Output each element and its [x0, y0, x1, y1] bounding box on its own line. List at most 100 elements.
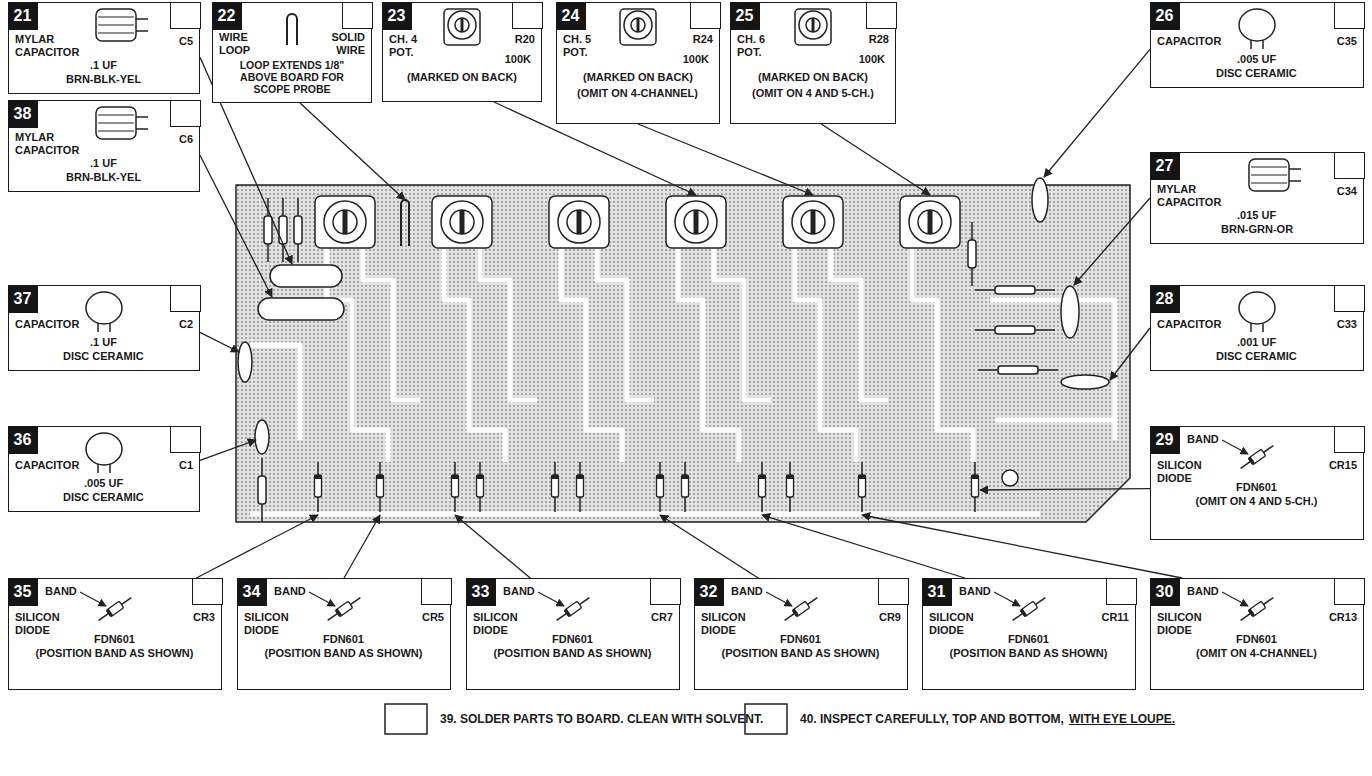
part-detail: BRN-BLK-YEL	[66, 171, 141, 184]
diode	[552, 462, 559, 512]
band-pointer	[80, 592, 106, 606]
check-box	[170, 285, 201, 312]
trace	[250, 512, 1040, 517]
diode	[682, 462, 689, 512]
diode-lead	[1241, 446, 1274, 469]
diode	[315, 462, 322, 512]
check-box	[878, 578, 909, 605]
callout-box: 26CAPACITORC35.005 UFDISC CERAMIC	[1150, 2, 1364, 88]
callout-box: 37CAPACITORC2.1 UFDISC CERAMIC	[8, 285, 200, 371]
diode-icon	[1238, 442, 1275, 471]
potentiometer-icon	[795, 9, 831, 45]
capacitor-layer	[98, 122, 134, 123]
diode	[452, 462, 459, 512]
mylar-capacitor-icon	[1249, 159, 1301, 191]
part-note: (POSITION BAND AS SHOWN)	[17, 647, 212, 660]
part-title: MYLAR CAPACITOR	[15, 131, 87, 156]
part-title: CAPACITOR	[15, 318, 79, 331]
diode-icon	[325, 594, 362, 623]
pot-slot	[637, 18, 640, 32]
part-reference: C2	[179, 318, 193, 331]
diode	[972, 462, 979, 512]
callout-number: 26	[1150, 2, 1180, 30]
mylar-capacitor	[1061, 286, 1079, 338]
part-title: CAPACITOR	[1157, 35, 1221, 48]
diode	[859, 462, 866, 512]
part-detail: BRN-BLK-YEL	[66, 73, 141, 86]
wire-loop	[401, 200, 409, 246]
capacitor-disc	[86, 433, 122, 465]
part-title: MYLAR CAPACITOR	[15, 33, 87, 58]
diode	[657, 462, 664, 512]
callout-box: 34BANDSILICON DIODECR5FDN601(POSITION BA…	[237, 578, 451, 690]
wire-loop-icon	[287, 14, 297, 45]
capacitor-layer	[1251, 182, 1287, 183]
capacitor-layer	[98, 32, 134, 33]
diode	[477, 462, 484, 512]
part-value: .015 UF	[1237, 209, 1276, 222]
pot-wheel	[624, 11, 652, 39]
potentiometer	[432, 196, 492, 248]
disc-capacitor-icon	[1239, 292, 1275, 332]
callout-number: 30	[1150, 578, 1180, 606]
diode-body	[564, 601, 582, 617]
check-box	[170, 2, 201, 29]
disc-capacitor-icon	[86, 292, 122, 332]
callout-box: 30BANDSILICON DIODECR13FDN601(OMIT ON 4-…	[1150, 578, 1364, 690]
check-box	[866, 2, 897, 29]
part-note: (POSITION BAND AS SHOWN)	[246, 647, 441, 660]
band-pointer	[538, 592, 564, 606]
check-box	[342, 2, 373, 29]
pot-hub	[806, 18, 820, 32]
part-value: 100K	[505, 53, 531, 66]
capacitor-lead	[1289, 180, 1301, 182]
part-title: BAND	[45, 585, 77, 598]
resistor	[264, 198, 272, 262]
part-reference: SILICON DIODE	[929, 611, 989, 636]
callout-box: 25CH. 6 POT.R28100K(MARKED ON BACK)(OMIT…	[730, 2, 896, 124]
resistor	[975, 326, 1055, 334]
leader-line	[455, 515, 530, 578]
check-box	[1334, 578, 1365, 605]
part-value: 100K	[683, 53, 709, 66]
diode-band	[106, 609, 113, 617]
diode-icon	[1238, 594, 1275, 623]
leader-line	[1044, 49, 1150, 177]
part-note: (POSITION BAND AS SHOWN)	[931, 647, 1126, 660]
capacitor-disc	[1239, 292, 1275, 324]
part-detail: DISC CERAMIC	[63, 350, 144, 363]
pot-wheel	[448, 11, 476, 39]
capacitor-body	[1249, 159, 1289, 191]
part-value: CR7	[651, 611, 673, 624]
leader-line	[980, 489, 1150, 490]
part-detail: DISC CERAMIC	[1216, 67, 1297, 80]
callout-box: 29BANDSILICON DIODECR15FDN601(OMIT ON 4 …	[1150, 426, 1364, 540]
diode-body	[106, 601, 124, 617]
capacitor-layer	[98, 130, 134, 131]
part-detail: DISC CERAMIC	[1216, 350, 1297, 363]
callout-number: 21	[8, 2, 38, 30]
diode-lead	[1241, 598, 1274, 621]
step-checkbox	[385, 704, 427, 734]
part-note: (OMIT ON 4 AND 5-CH.)	[1159, 495, 1354, 508]
step-instruction: 40. INSPECT CAREFULLY, TOP AND BOTTOM,	[800, 712, 1064, 726]
check-box	[192, 578, 223, 605]
part-reference: C35	[1337, 35, 1357, 48]
part-detail: FDN601	[1008, 633, 1049, 646]
leader-line	[200, 440, 256, 460]
capacitor-lead	[136, 116, 148, 118]
check-box	[421, 578, 452, 605]
band-pointer	[994, 592, 1020, 606]
callout-number: 29	[1150, 426, 1180, 454]
callout-box: 33BANDSILICON DIODECR7FDN601(POSITION BA…	[466, 578, 680, 690]
disc-capacitor-icon	[86, 433, 122, 473]
part-reference: R24	[693, 33, 713, 46]
part-title: BAND	[274, 585, 306, 598]
diode-icon	[554, 594, 591, 623]
part-detail: FDN601	[323, 633, 364, 646]
mylar-capacitor	[270, 265, 342, 287]
part-reference: C1	[179, 459, 193, 472]
part-reference: C5	[179, 35, 193, 48]
diode	[759, 462, 766, 512]
part-title: MYLAR CAPACITOR	[1157, 183, 1229, 208]
